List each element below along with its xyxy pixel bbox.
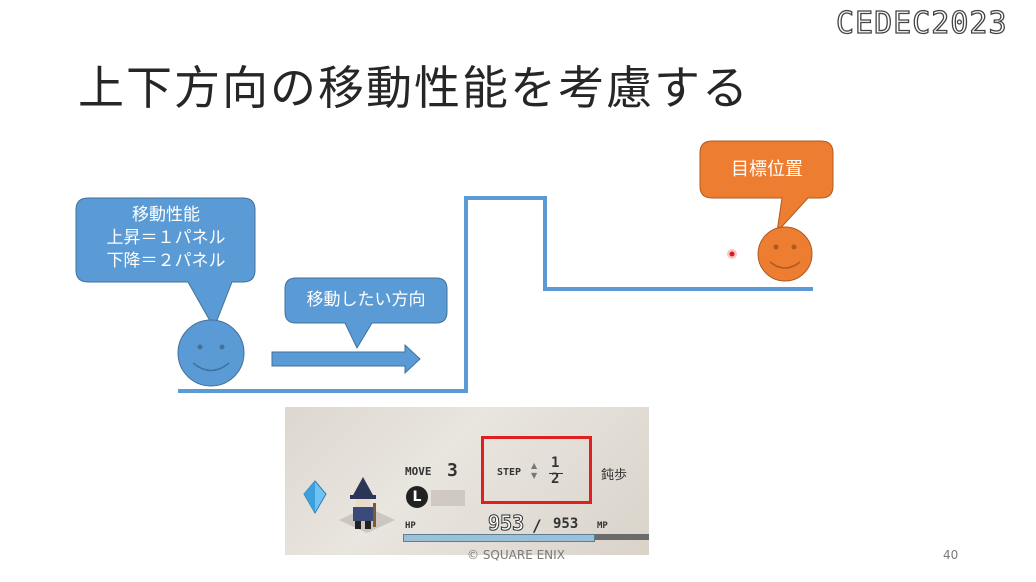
orange-smiley-face xyxy=(757,226,813,282)
terrain-line xyxy=(178,196,813,393)
target-callout xyxy=(699,140,834,234)
blue-smiley-face xyxy=(177,319,245,387)
hp-bar xyxy=(403,534,595,542)
l-button-icon: L xyxy=(406,486,428,508)
page-number: 40 xyxy=(943,548,959,562)
direction-callout-text: 移動したい方向 xyxy=(306,290,426,310)
laser-pointer xyxy=(727,249,737,259)
copyright-text: © SQUARE ENIX xyxy=(467,548,565,562)
hp-max: 953 xyxy=(553,516,579,532)
performance-rise: 上昇＝１パネル xyxy=(106,228,226,248)
direction-callout xyxy=(284,277,448,350)
status-text: 鈍歩 xyxy=(601,468,628,483)
hp-label: HP xyxy=(405,521,416,531)
slide-title: 上下方向の移動性能を考慮する xyxy=(78,61,750,115)
character-sprite-icon xyxy=(350,477,376,529)
game-ui-panel: MOVE 3 L STEP ▲▼ 1 2 鈍歩 HP 953 / 953 MP xyxy=(285,407,649,555)
performance-title: 移動性能 xyxy=(132,205,200,225)
step-fraction-bar xyxy=(549,473,563,474)
hp-separator: / xyxy=(532,516,542,535)
move-value: 3 xyxy=(447,460,458,481)
l-button-label: L xyxy=(412,489,422,505)
step-denominator: 2 xyxy=(551,471,560,487)
mp-label: MP xyxy=(597,521,608,531)
performance-callout-text: 移動性能 上昇＝１パネル 下降＝２パネル xyxy=(78,204,254,273)
step-highlight-box xyxy=(481,436,592,504)
step-arrows-icon: ▲▼ xyxy=(531,461,538,480)
performance-fall: 下降＝２パネル xyxy=(106,251,226,271)
step-label: STEP xyxy=(497,467,522,478)
ability-slot xyxy=(431,490,465,506)
direction-arrow xyxy=(271,343,421,375)
target-callout-text: 目標位置 xyxy=(731,159,803,180)
hp-current: 953 xyxy=(487,511,525,536)
step-numerator: 1 xyxy=(551,455,560,471)
cedec-logo: CEDEC2023 xyxy=(835,5,1008,41)
move-label: MOVE xyxy=(405,465,432,478)
mp-bar xyxy=(595,534,649,540)
performance-callout xyxy=(75,197,256,330)
crystal-icon xyxy=(303,480,327,514)
